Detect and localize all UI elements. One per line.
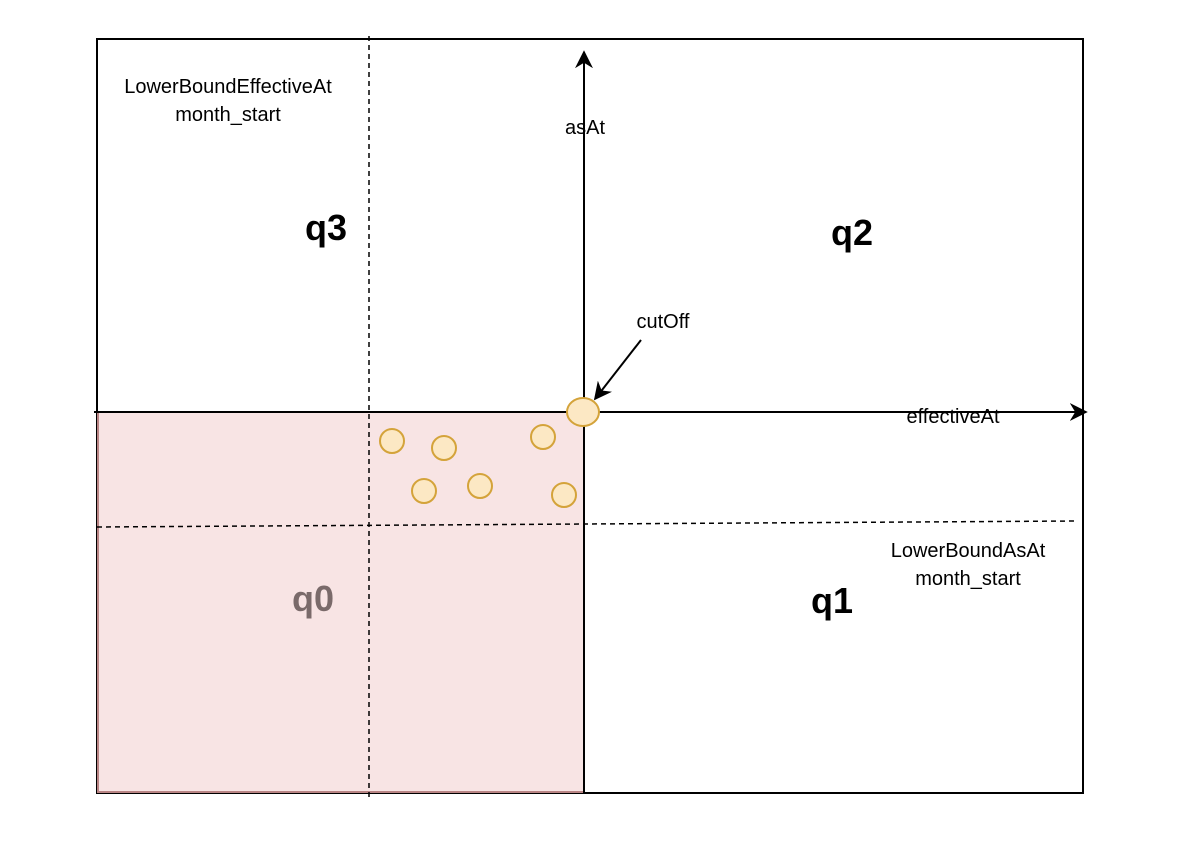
- data-point: [551, 482, 577, 508]
- asat-axis-label: asAt: [565, 117, 605, 139]
- cutoff-point: [566, 397, 600, 427]
- lower-bound-asat-label-line1: LowerBoundAsAt: [891, 540, 1046, 562]
- data-point: [530, 424, 556, 450]
- data-point: [431, 435, 457, 461]
- effectiveat-axis-label: effectiveAt: [906, 406, 999, 428]
- lower-bound-effective-label-line1: LowerBoundEffectiveAt: [124, 76, 332, 98]
- cutoff-pointer-arrow: [593, 339, 642, 401]
- data-points: [379, 424, 577, 508]
- data-point: [411, 478, 437, 504]
- quadrant-q3-label: q3: [305, 207, 347, 248]
- data-point: [467, 473, 493, 499]
- quadrant-q0-label: q0: [292, 578, 334, 619]
- lower-bound-effective-label-line2: month_start: [175, 104, 281, 126]
- lower-bound-asat-line: [96, 520, 1077, 528]
- q0-region: [97, 411, 585, 793]
- quadrant-q2-label: q2: [831, 212, 873, 253]
- lower-bound-asat-label-line2: month_start: [915, 568, 1021, 590]
- cutoff-label: cutOff: [637, 311, 690, 333]
- data-point: [379, 428, 405, 454]
- quadrant-q1-label: q1: [811, 580, 853, 621]
